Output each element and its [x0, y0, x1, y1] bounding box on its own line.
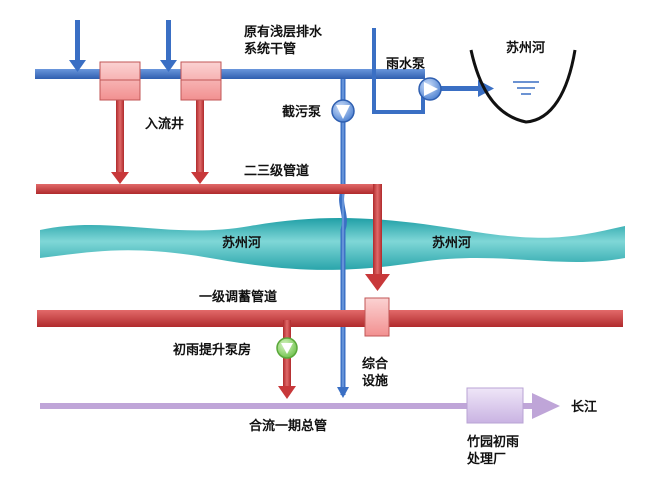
complex-facility-box	[364, 297, 390, 337]
lift-station-pump-icon-arrow	[281, 343, 293, 354]
well-2-drop-arrowhead	[191, 172, 209, 184]
yangtze-label: 长江	[571, 400, 598, 415]
well-2-drop-pipe	[196, 100, 204, 176]
inflow-arrow-right-shaft	[166, 20, 171, 66]
primary-storage-pipe	[37, 310, 623, 327]
well-1-drop-arrowhead	[111, 172, 129, 184]
suzhou-river-band	[40, 217, 625, 270]
intercept-vertical-arrowhead	[337, 387, 349, 398]
intercept-pump-label: 截污泵	[282, 105, 322, 120]
intercept-vertical-pipe	[339, 79, 347, 395]
secondary-tertiary-pipe	[36, 184, 381, 194]
treatment-plant-label: 竹园初雨 处理厂	[467, 435, 520, 467]
rain-pump-icon-arrow	[424, 82, 438, 96]
inflow-arrow-left-shaft	[75, 20, 80, 66]
primary-storage-label: 一级调蓄管道	[199, 290, 278, 305]
suzhou-river-left-label: 苏州河	[222, 236, 262, 251]
combined-main-arrowhead	[532, 393, 560, 419]
rain-pump-label: 雨水泵	[386, 57, 426, 72]
lift-station-drop-arrowhead	[278, 386, 296, 399]
rain-pump-bypass-line	[372, 28, 425, 114]
combined-main-label: 合流一期总管	[249, 419, 328, 434]
suzhou-river-right-label: 苏州河	[432, 236, 472, 251]
treatment-plant-box	[466, 387, 524, 424]
inflow-well-1	[99, 61, 141, 101]
suzhou-river-top-label: 苏州河	[506, 41, 546, 56]
inflow-arrow-left-head	[69, 60, 86, 72]
well-1-drop-pipe	[116, 100, 124, 176]
inflow-arrow-right-head	[160, 60, 177, 72]
lift-station-label: 初雨提升泵房	[173, 343, 252, 358]
shallow-drain-main-pipe	[35, 69, 425, 79]
rain-pump-outlet-pipe	[440, 86, 480, 91]
combined-main-pipe	[40, 403, 535, 409]
shallow-drain-main-label: 原有浅层排水 系统干管	[244, 25, 323, 57]
secondary-pipe-label: 二三级管道	[244, 164, 310, 179]
suzhou-river-outfall-bowl	[469, 49, 577, 124]
inflow-well-label: 入流井	[145, 117, 185, 132]
intercept-pump-icon-arrow	[336, 105, 350, 119]
secondary-down-pipe	[373, 184, 382, 276]
secondary-down-arrowhead	[365, 274, 390, 291]
inflow-well-2	[180, 61, 222, 101]
complex-facility-label: 综合 设施	[362, 357, 389, 389]
